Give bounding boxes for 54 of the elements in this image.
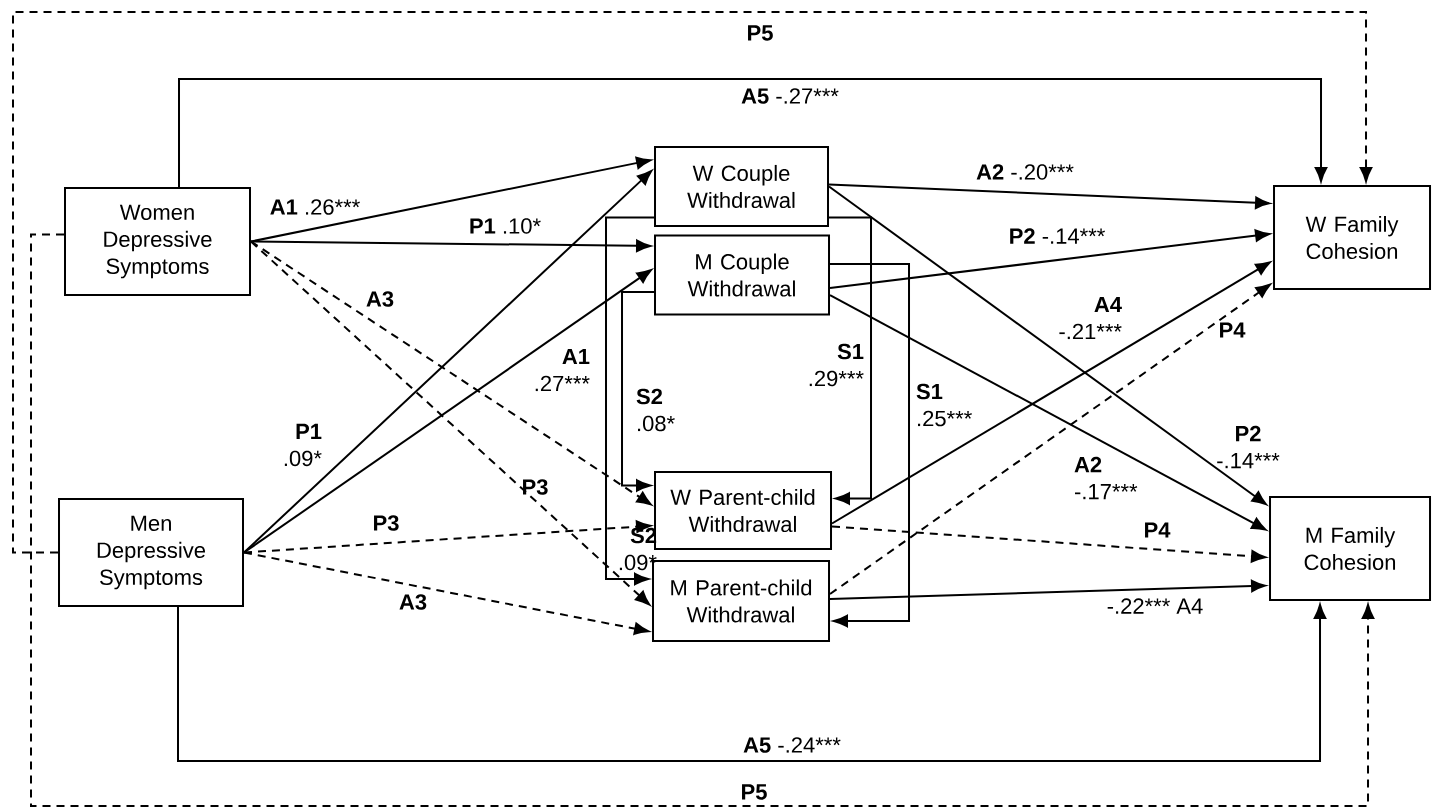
edge-label: A5 -.24*** [743,737,841,753]
edge-label: P4 [1220,322,1246,338]
box: M Couple Withdrawal [654,234,830,316]
edge-label: S1 .25*** [916,383,972,427]
edge-label: P3 [523,479,548,495]
arrow [250,240,651,606]
edge-label: P3 [374,515,399,531]
edge-label: P5 [748,25,773,41]
box: Men Depressive Symptoms [58,498,244,607]
arrow [828,185,1267,506]
arrow [829,579,1267,600]
edge-label: A1 .27*** [535,348,590,392]
arrow [12,11,1373,554]
arrow [177,604,1327,762]
box: W Family Cohesion [1273,185,1431,290]
arrow [178,78,1328,188]
box: M Parent-child Withdrawal [652,560,830,642]
box: W Parent-child Withdrawal [654,471,832,550]
edge-label: P1 .10* [470,218,541,234]
edge-label: P2 -.14*** [1010,228,1105,244]
arrow [250,240,652,506]
arrow [829,283,1271,595]
box: Women Depressive Symptoms [64,187,251,296]
box: M Family Cohesion [1269,496,1431,601]
edge-label: -.22*** A4 [1107,598,1203,614]
edge-label: A3 [366,291,394,307]
edge-label: A2 -.20*** [976,164,1074,180]
edge-label: P4 [1145,522,1171,538]
edge-label: P1 .09* [284,423,322,467]
arrow [621,291,655,492]
edge-label: A3 [399,594,427,610]
arrow [828,216,872,505]
arrow [250,156,652,243]
arrow [605,216,655,586]
edge-label: A1 .26*** [270,199,360,215]
arrow [243,551,650,635]
edge-label: P5 [742,784,767,800]
arrow [831,261,1271,525]
arrow [243,520,652,554]
edge-label: P2 -.14*** [1217,425,1280,469]
edge-label: S1 .29*** [809,343,864,387]
arrow [829,294,1267,531]
edge-label: A2 -.17*** [1074,456,1138,500]
arrow [829,263,910,628]
edge-label: S2 .08* [636,388,675,432]
edge-label: A5 -.27*** [741,88,839,104]
arrow [829,229,1271,289]
box: W Couple Withdrawal [654,146,829,227]
edge-label: A4 -.21*** [1059,296,1122,340]
arrow [30,233,1375,807]
arrow [243,269,652,554]
arrow [831,525,1267,563]
arrow [828,183,1271,209]
arrow [250,239,651,253]
